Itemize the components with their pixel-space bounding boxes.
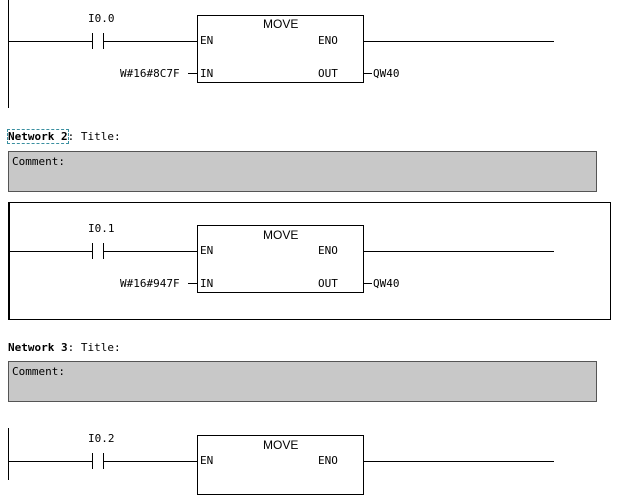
rung-line [8, 41, 92, 42]
contact-no-icon[interactable] [92, 33, 104, 49]
network-title[interactable]: : Title: [67, 341, 121, 354]
network-comment[interactable]: Comment: [8, 361, 597, 402]
rung-line [104, 461, 197, 462]
pin-in: IN [200, 67, 214, 80]
out-wire [364, 73, 372, 74]
pin-eno: ENO [318, 244, 338, 257]
rung-line [8, 251, 92, 252]
network-title[interactable]: : Title: [67, 130, 121, 143]
in-operand[interactable]: W#16#8C7F [120, 67, 180, 80]
pin-out: OUT [318, 67, 338, 80]
eno-line [364, 41, 554, 42]
network-2-header: Network 2: Title: [7, 127, 121, 145]
block-name: MOVE [263, 17, 299, 31]
pin-en: EN [200, 244, 214, 257]
out-operand[interactable]: QW40 [373, 67, 400, 80]
power-rail [8, 0, 9, 108]
comment-label: Comment: [12, 155, 65, 168]
comment-label: Comment: [12, 365, 65, 378]
network-label[interactable]: Network 2 [7, 129, 69, 144]
block-name: MOVE [263, 438, 299, 452]
pin-in: IN [200, 277, 214, 290]
network-label[interactable]: Network 3 [8, 341, 68, 354]
pin-eno: ENO [318, 34, 338, 47]
contact-no-icon[interactable] [92, 453, 104, 469]
pin-en: EN [200, 34, 214, 47]
contact-address: I0.0 [88, 12, 115, 25]
contact-no-icon[interactable] [92, 243, 104, 259]
out-operand[interactable]: QW40 [373, 277, 400, 290]
out-wire [364, 283, 372, 284]
rung-line [8, 461, 92, 462]
pin-eno: ENO [318, 454, 338, 467]
contact-address: I0.1 [88, 222, 115, 235]
move-block[interactable] [197, 15, 364, 83]
in-wire [188, 73, 197, 74]
eno-line [364, 251, 554, 252]
power-rail [8, 202, 10, 320]
pin-en: EN [200, 454, 214, 467]
network-comment[interactable]: Comment: [8, 151, 597, 192]
move-block[interactable] [197, 225, 364, 293]
in-operand[interactable]: W#16#947F [120, 277, 180, 290]
pin-out: OUT [318, 277, 338, 290]
network-3-header: Network 3: Title: [8, 338, 121, 356]
eno-line [364, 461, 554, 462]
in-wire [188, 283, 197, 284]
power-rail [8, 428, 9, 480]
block-name: MOVE [263, 228, 299, 242]
rung-line [104, 41, 197, 42]
contact-address: I0.2 [88, 432, 115, 445]
rung-line [104, 251, 197, 252]
